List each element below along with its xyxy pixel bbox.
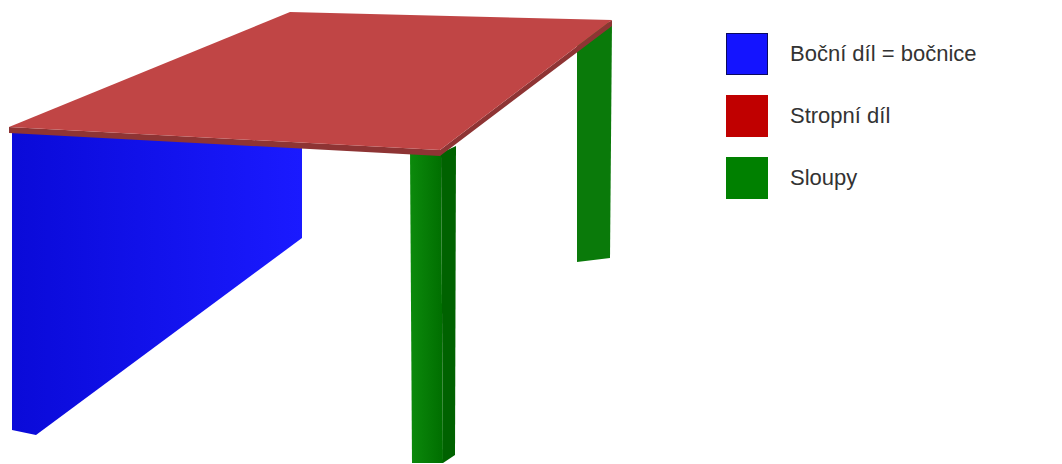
legend: Boční díl = bočniceStropní dílSloupy: [726, 32, 977, 218]
column-side: [441, 146, 456, 463]
top-panel: [9, 12, 612, 150]
legend-swatch: [726, 95, 768, 137]
legend-swatch: [726, 157, 768, 199]
side-panel: [12, 131, 302, 435]
legend-swatch: [726, 33, 768, 75]
legend-row: Boční díl = bočnice: [726, 32, 977, 76]
legend-text: Boční díl = bočnice: [790, 41, 977, 67]
legend-text: Sloupy: [790, 165, 857, 191]
column: [410, 150, 443, 463]
legend-text: Stropní díl: [790, 103, 890, 129]
legend-row: Stropní díl: [726, 94, 977, 138]
column: [577, 22, 612, 262]
legend-row: Sloupy: [726, 156, 977, 200]
